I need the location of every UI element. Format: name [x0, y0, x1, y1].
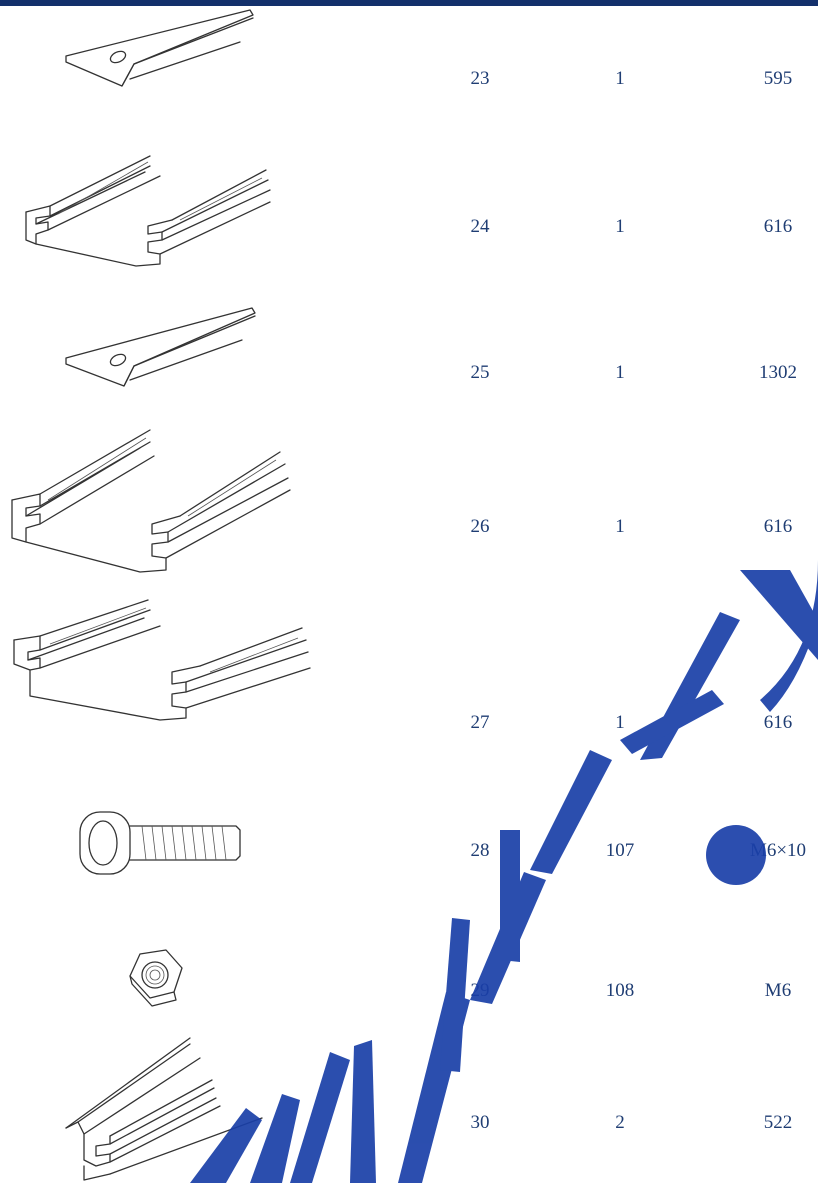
specification: 522 — [763, 1112, 793, 1133]
item-number: 26 — [470, 516, 490, 537]
z-rail-icon — [0, 1030, 330, 1183]
bolt-icon — [0, 800, 330, 940]
table-row: 30 2 522 — [0, 1030, 818, 1183]
quantity: 2 — [615, 1112, 625, 1133]
specification: 616 — [763, 516, 793, 537]
item-number: 30 — [470, 1112, 490, 1133]
specification: 1302 — [759, 362, 797, 383]
table-row: 23 1 595 — [0, 6, 818, 156]
specification: M6×10 — [749, 840, 807, 861]
specification: 616 — [763, 712, 793, 733]
item-number: 28 — [470, 840, 490, 861]
item-number: 25 — [470, 362, 490, 383]
item-number: 29 — [470, 980, 490, 1001]
specification: 595 — [763, 68, 793, 89]
table-row: 28 107 M6×10 — [0, 800, 818, 940]
quantity: 1 — [615, 712, 625, 733]
hex-nut-icon — [0, 940, 330, 1030]
c-channel-rail-icon — [0, 155, 330, 304]
quantity: 1 — [615, 516, 625, 537]
quantity: 1 — [615, 362, 625, 383]
parts-table: 23 1 595 24 1 616 — [0, 6, 818, 1183]
table-row: 26 1 616 — [0, 424, 818, 600]
quantity: 108 — [605, 980, 635, 1001]
table-row: 25 1 1302 — [0, 304, 818, 424]
c-channel-rail-icon — [0, 424, 330, 600]
table-row: 27 1 616 — [0, 599, 818, 800]
quantity: 1 — [615, 68, 625, 89]
table-row: 24 1 616 — [0, 155, 818, 304]
item-number: 24 — [470, 216, 490, 237]
angle-bar-icon — [0, 6, 330, 156]
table-row: 29 108 M6 — [0, 940, 818, 1030]
quantity: 107 — [605, 840, 635, 861]
header-bar — [0, 0, 818, 6]
item-number: 27 — [470, 712, 490, 733]
c-channel-rail-icon — [0, 599, 330, 800]
item-number: 23 — [470, 68, 490, 89]
quantity: 1 — [615, 216, 625, 237]
angle-bar-icon — [0, 304, 330, 424]
specification: 616 — [763, 216, 793, 237]
specification: M6 — [764, 980, 792, 1001]
